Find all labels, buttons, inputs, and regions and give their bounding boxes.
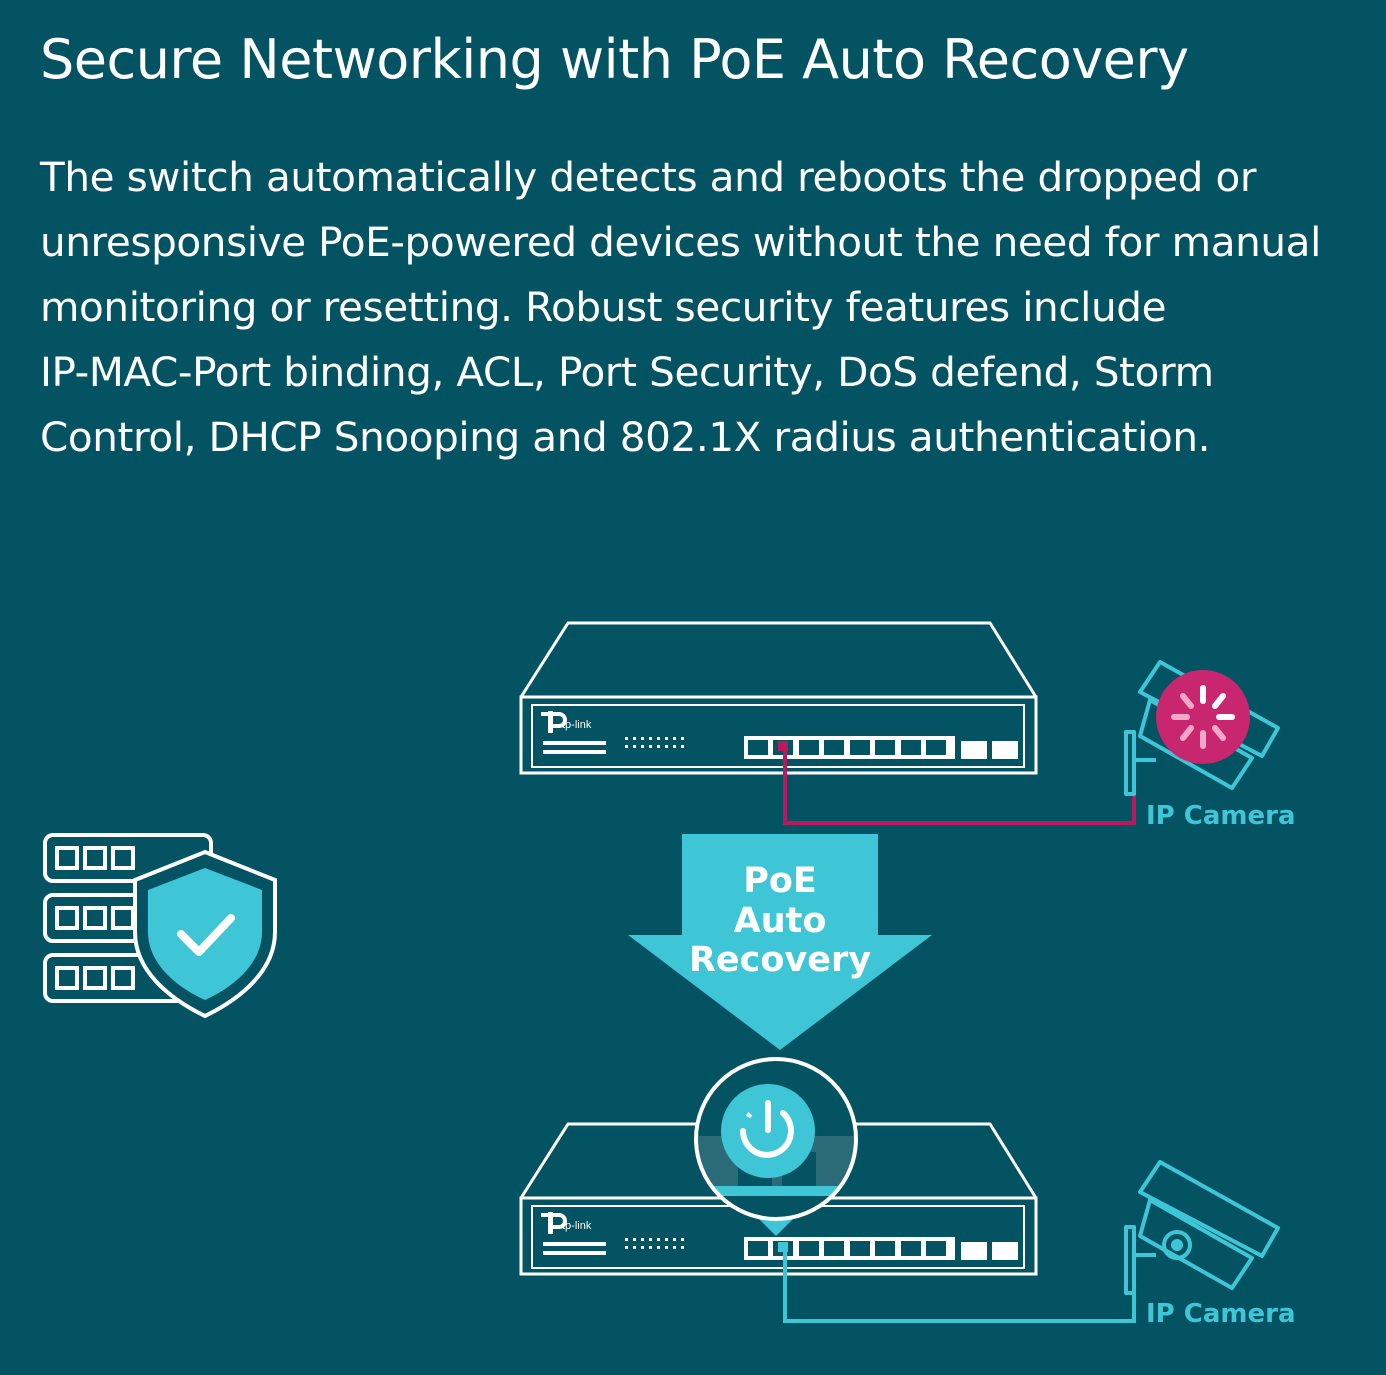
arrow-label-line-1: PoE [743,861,817,901]
description-line-4: IP-MAC-Port binding, ACL, Port Security,… [40,348,1214,396]
power-restart-icon [721,1084,815,1178]
brand-label-top: tp-link [562,719,592,731]
description-line-1: The switch automatically detects and reb… [40,153,1257,201]
page-title: Secure Networking with PoE Auto Recovery [40,28,1189,91]
server-rack-icon [43,833,213,1003]
arrow-label-line-2: Auto [734,901,827,941]
description-line-5: Control, DHCP Snooping and 802.1X radius… [40,413,1211,461]
tp-link-logo-icon [541,711,567,733]
recovery-arrow: PoE Auto Recovery [628,834,932,1050]
failed-link-cable [783,750,1136,825]
led-row-bottom [625,1238,684,1249]
camera-label-top: IP Camera [1146,801,1296,831]
restored-link-cable [783,1252,1136,1323]
switch-top: tp-link [519,621,1038,775]
description: The switch automatically detects and reb… [40,145,1370,470]
description-line-3: monitoring or resetting. Robust security… [40,283,1167,331]
camera-label-bottom: IP Camera [1146,1299,1296,1329]
port-magnifier [694,1057,858,1236]
checkmark-icon [177,914,235,956]
loading-spinner-icon [1156,670,1250,764]
ip-camera-icon [1124,1160,1280,1295]
description-line-2: unresponsive PoE-powered devices without… [40,218,1321,266]
tp-link-logo-icon [541,1212,567,1234]
brand-label-bottom: tp-link [562,1220,592,1232]
arrow-label-line-3: Recovery [689,940,871,980]
ethernet-ports-bottom [744,1237,1018,1260]
led-row-top [625,737,684,748]
security-shield-icon [133,849,277,1019]
